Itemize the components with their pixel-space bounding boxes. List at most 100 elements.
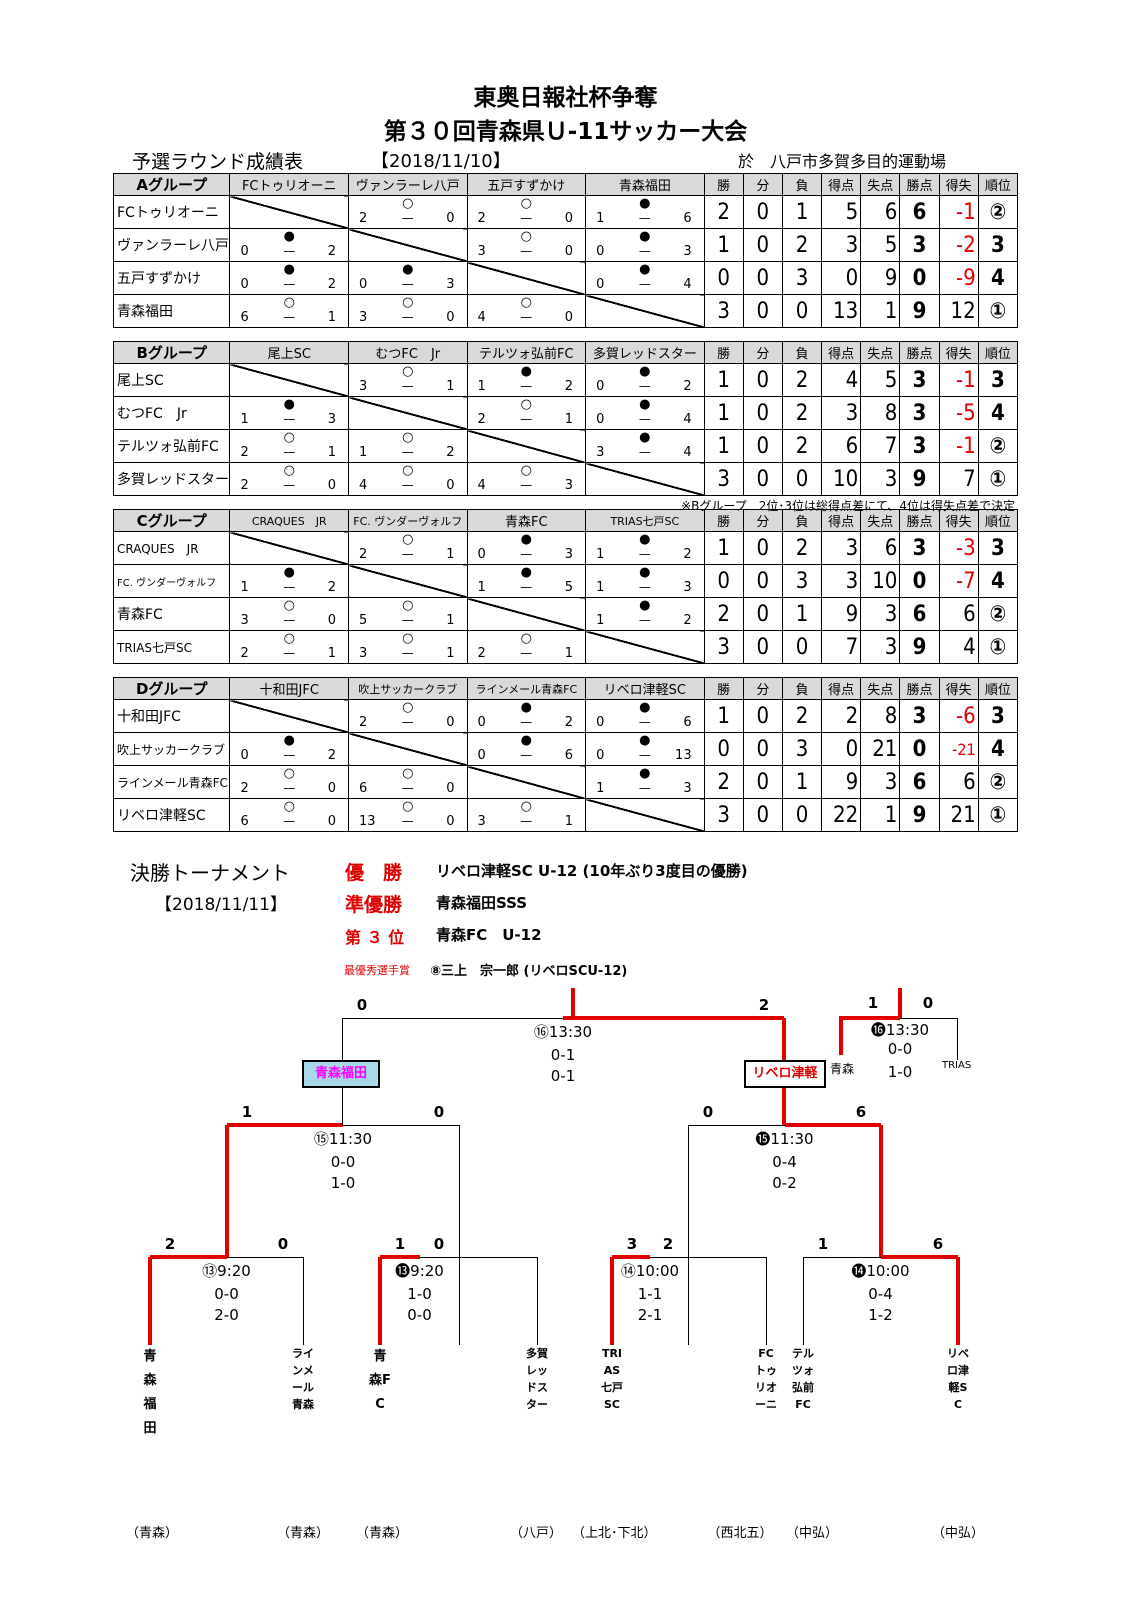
bracket-line <box>956 1257 960 1345</box>
bracket-team-region: （青森） <box>125 1526 178 1541</box>
score-dash: — <box>520 244 533 258</box>
row-team-name: 吹上サッカークラブ <box>112 732 231 766</box>
score-right: 0 <box>433 1103 445 1121</box>
stat-header: 勝 <box>703 677 744 700</box>
win-mark-icon: ○ <box>402 364 414 379</box>
loss-mark-icon: ● <box>639 598 651 613</box>
stat-cell: 0 <box>742 531 783 565</box>
score-dash: — <box>638 715 651 729</box>
match-result-cell: ○1—2 <box>348 429 468 463</box>
self-match-cell <box>585 462 705 496</box>
stat-cell: 8 <box>860 396 901 430</box>
stat-cell: ① <box>977 630 1019 664</box>
group-b-note: ※Bグループ 2位･3位は総得点差にて、4位は得失点差で決定 <box>681 499 1015 513</box>
score-against: 2 <box>564 715 574 730</box>
prelim-date: 【2018/11/10】 <box>371 151 511 172</box>
score-against: 5 <box>564 580 574 595</box>
stat-cell: 7 <box>860 429 901 463</box>
stat-cell: 9 <box>899 630 940 664</box>
win-mark-icon: ○ <box>520 397 532 412</box>
win-mark-icon: ○ <box>402 700 414 715</box>
bracket-team-region: （西北五） <box>707 1526 773 1541</box>
stat-cell: 8 <box>860 699 901 733</box>
match-result-cell: ●0—4 <box>585 396 705 430</box>
stat-header: 得点 <box>821 341 862 364</box>
score-dash: — <box>520 715 533 729</box>
score-dash: — <box>401 781 414 795</box>
finalist-right-box: リベロ津軽 <box>744 1060 826 1088</box>
match-result-cell: ○2—0 <box>348 195 468 229</box>
bracket-line <box>378 1257 382 1345</box>
score-dash: — <box>520 478 533 492</box>
stat-cell: 3 <box>860 630 901 664</box>
mvp-label: 最優秀選手賞 <box>344 964 410 977</box>
score-for: 2 <box>477 412 486 427</box>
stat-header: 順位 <box>977 173 1019 196</box>
group-name: Bグループ <box>112 341 231 364</box>
loss-mark-icon: ● <box>520 565 532 580</box>
match-score-1: 1-1 <box>637 1285 663 1303</box>
match-score-1: 0-0 <box>330 1153 356 1171</box>
self-match-cell <box>585 630 705 664</box>
bracket-line <box>148 1257 152 1345</box>
win-mark-icon: ○ <box>402 631 414 646</box>
score-dash: — <box>638 277 651 291</box>
match-result-cell: ●0—6 <box>585 699 705 733</box>
score-for: 2 <box>240 646 249 661</box>
stat-cell: 0 <box>899 732 940 766</box>
row-team-name: リベロ津軽SC <box>112 798 231 832</box>
stat-cell: 0 <box>742 462 783 496</box>
loss-mark-icon: ● <box>283 262 295 277</box>
match-result-cell: ●0—2 <box>229 261 349 295</box>
score-for: 2 <box>359 547 368 562</box>
stat-header: 得失 <box>938 341 979 364</box>
score-for: 1 <box>240 412 249 427</box>
score-for: 0 <box>596 244 605 259</box>
stat-cell: 1 <box>781 597 823 631</box>
win-mark-icon: ○ <box>520 463 532 478</box>
stat-cell: ② <box>977 597 1019 631</box>
match-result-cell: ○2—1 <box>348 531 468 565</box>
match-result-cell: ●3—4 <box>585 429 705 463</box>
stat-cell: 0 <box>821 261 862 295</box>
stat-header: 勝 <box>703 509 744 532</box>
third-match-number: ⓰13:30 <box>870 1021 930 1039</box>
stat-cell: 3 <box>821 396 862 430</box>
win-mark-icon: ○ <box>283 295 295 310</box>
stat-cell: 0 <box>703 732 744 766</box>
stat-cell: 0 <box>781 798 823 832</box>
row-team-name: 十和田JFC <box>112 699 231 733</box>
score-against: 4 <box>683 445 692 460</box>
score-against: 2 <box>327 580 336 595</box>
match-score-2: 0-2 <box>772 1174 797 1192</box>
group-name: Dグループ <box>112 677 231 700</box>
stat-cell: 5 <box>860 363 901 397</box>
match-result-cell: ●1—6 <box>585 195 705 229</box>
column-team-header: FC. ヴンダーヴォルフ <box>348 509 468 532</box>
bracket-team-region: （八戸） <box>509 1526 562 1541</box>
score-left: 3 <box>626 1235 638 1253</box>
match-score-2: 2-1 <box>637 1306 663 1324</box>
stat-cell: 3 <box>781 732 823 766</box>
score-for: 1 <box>477 580 486 595</box>
match-result-cell: ●1—3 <box>229 396 349 430</box>
loss-mark-icon: ● <box>520 700 532 715</box>
bracket-line <box>898 988 902 1018</box>
bracket-line <box>571 988 575 1018</box>
score-for: 13 <box>359 814 376 829</box>
score-right: 6 <box>932 1235 944 1253</box>
stat-cell: 3 <box>899 363 940 397</box>
bracket-line <box>803 1257 881 1258</box>
stat-cell: 5 <box>821 195 862 229</box>
score-dash: — <box>638 613 651 627</box>
match-result-cell: ○2—1 <box>466 396 587 430</box>
loss-mark-icon: ● <box>283 733 295 748</box>
score-dash: — <box>638 244 651 258</box>
bracket-team-name: ラインメール青森 <box>292 1347 314 1411</box>
score-against: 0 <box>564 310 574 325</box>
match-number: ⓯11:30 <box>755 1130 814 1148</box>
score-for: 2 <box>240 781 249 796</box>
score-dash: — <box>283 445 296 459</box>
